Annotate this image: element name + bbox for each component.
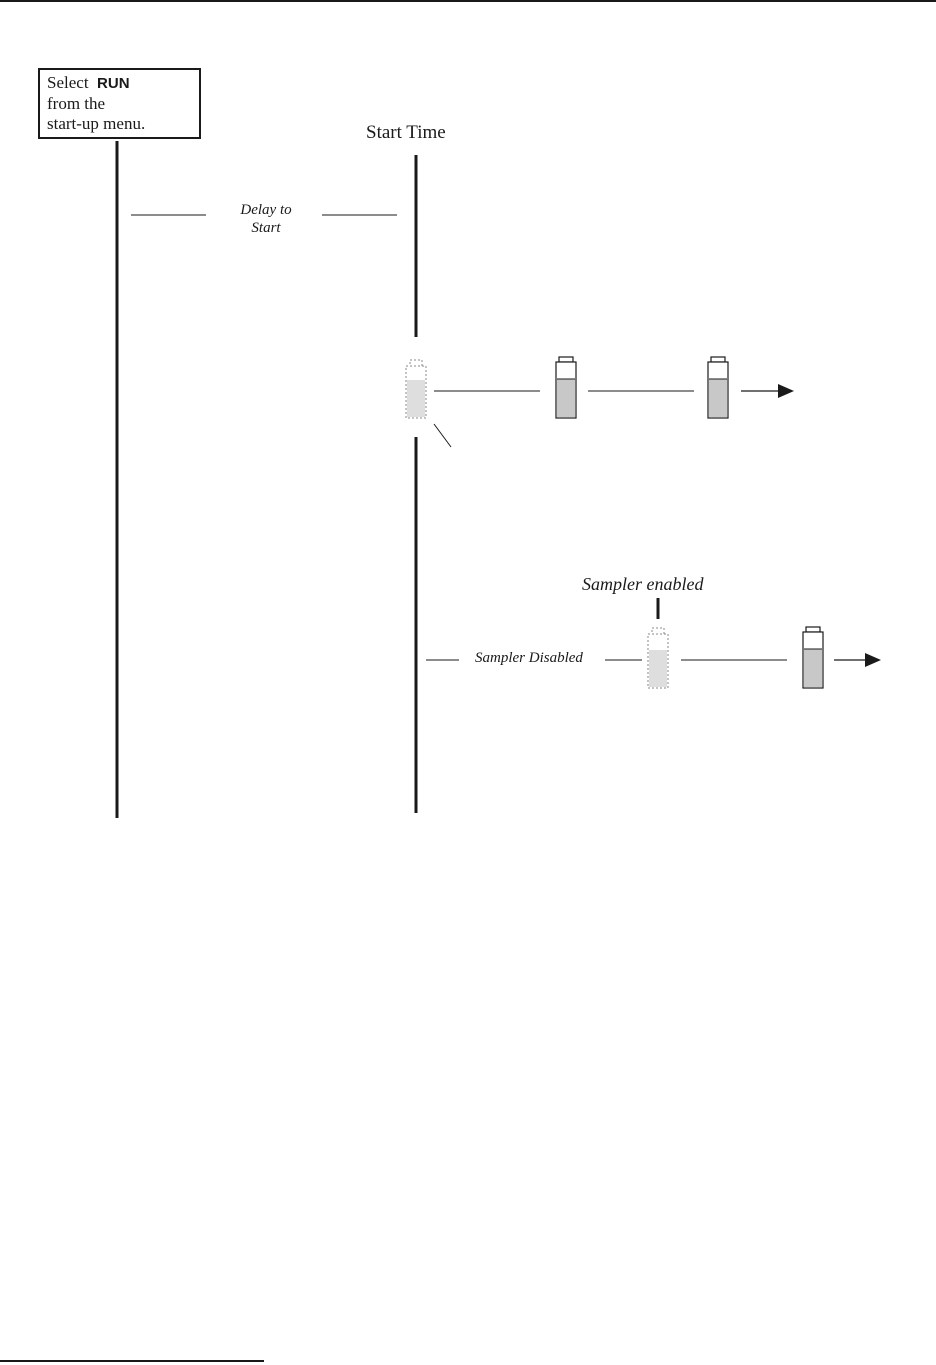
- sampler-disabled-label: Sampler Disabled: [475, 650, 583, 666]
- delay-to-start-label: Delay to Start: [226, 201, 306, 237]
- start-time-label: Start Time: [366, 122, 446, 143]
- row1-arrow: [741, 384, 794, 398]
- sample-bottle-3: [802, 626, 824, 689]
- footnote-rule: [0, 1360, 264, 1362]
- start-menu-box: Select RUN from the start-up menu.: [38, 68, 201, 139]
- menu-line-2: from the: [47, 94, 106, 113]
- top-rule: [0, 0, 936, 2]
- ghost-sample-bottle-2: [647, 627, 669, 689]
- menu-line-1: Select RUN: [47, 73, 199, 94]
- sampler-enabled-label: Sampler enabled: [582, 574, 704, 594]
- ghost-callout-line: [433, 423, 452, 448]
- menu-select-text: Select: [47, 73, 89, 92]
- run-command: RUN: [97, 75, 130, 92]
- sample-bottle-1: [555, 356, 577, 419]
- sample-bottle-2: [707, 356, 729, 419]
- delay-line-2: Start: [251, 220, 281, 236]
- ghost-sample-bottle-1: [405, 359, 427, 419]
- menu-line-3: start-up menu.: [47, 114, 146, 133]
- delay-line-1: Delay to: [240, 202, 292, 218]
- row2-arrow: [834, 653, 881, 667]
